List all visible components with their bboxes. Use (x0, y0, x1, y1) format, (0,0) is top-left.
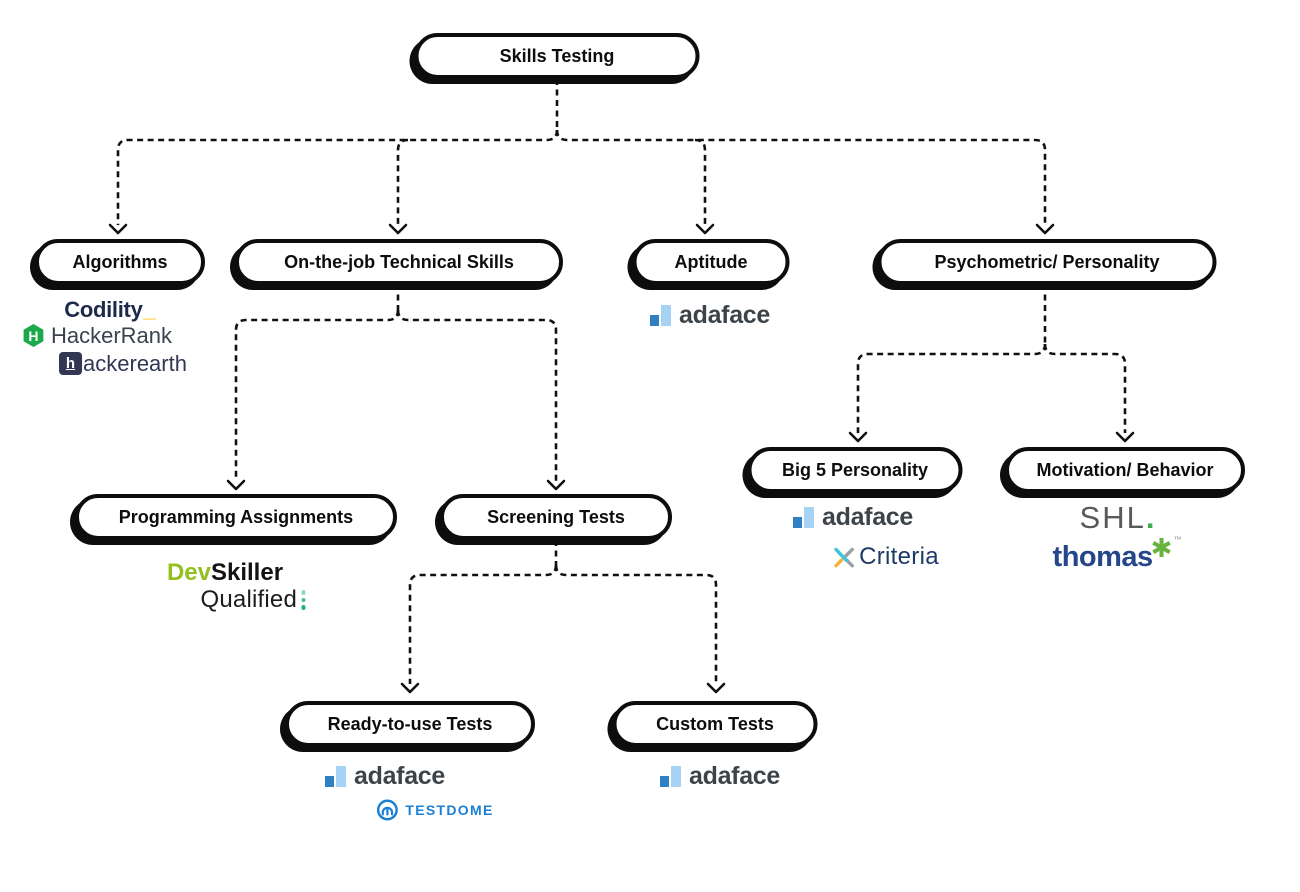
node-ready-to-use-tests: Ready-to-use Tests (285, 701, 535, 747)
connector-screening-to-ready (408, 564, 558, 684)
node-label: Ready-to-use Tests (327, 713, 493, 734)
hackerearth-h-icon: h (59, 352, 83, 375)
adaface-bars-icon (792, 507, 814, 528)
thomas-wordmark: thomas (1052, 541, 1154, 573)
arrowhead-big5 (848, 431, 868, 443)
arrowhead-programming (226, 479, 246, 491)
hackerrank-hexagon-icon: H (23, 324, 44, 347)
thomas-puzzle-asterisk-icon: ✱ (1150, 532, 1173, 563)
connector-root-to-onthejob (396, 138, 409, 225)
node-psychometric-personality: Psychometric/ Personality (877, 239, 1217, 285)
arrowhead-ready (400, 682, 420, 694)
adaface-logo: adaface (659, 762, 781, 790)
shl-green-dot: . (1145, 500, 1155, 535)
connector-screening-to-custom (554, 564, 718, 684)
codility-wordmark: Codility (64, 297, 143, 322)
node-label: Custom Tests (656, 713, 774, 734)
node-label: On-the-job Technical Skills (284, 251, 514, 272)
arrowhead-screening (546, 479, 566, 491)
connector-root-to-aptitude (694, 138, 707, 225)
node-big-5-personality: Big 5 Personality (747, 447, 963, 493)
node-label: Aptitude (674, 251, 748, 272)
shl-logo: SHL. (1080, 502, 1155, 533)
adaface-bars-icon (659, 766, 681, 787)
qualified-dots-icon (301, 590, 306, 610)
node-label: Screening Tests (487, 506, 625, 527)
node-skills-testing: Skills Testing (414, 33, 700, 79)
codility-underscore-mark: _ (143, 297, 156, 322)
connector-psychometric-to-big5 (856, 343, 1047, 433)
node-label: Algorithms (72, 251, 168, 272)
connector-root-to-algorithms (116, 129, 559, 225)
testdome-logo: TESTDOME (376, 799, 493, 821)
adaface-bars-icon (324, 766, 346, 787)
thomas-trademark: ™ (1173, 534, 1182, 544)
arrowhead-custom (706, 682, 726, 694)
adaface-bars-icon (649, 305, 671, 326)
thomas-logo: thomas✱™ (1052, 535, 1182, 573)
arrowhead-psychometric (1035, 223, 1055, 235)
adaface-logo: adaface (792, 503, 914, 531)
criteria-logo: Criteria (831, 544, 939, 570)
hackerrank-wordmark: HackerRank (50, 322, 173, 348)
node-aptitude: Aptitude (632, 239, 790, 285)
connector-onthejob-to-programming (234, 309, 400, 481)
node-on-the-job-technical-skills: On-the-job Technical Skills (235, 239, 563, 285)
shl-wordmark: SHL (1079, 500, 1146, 535)
testdome-dome-icon (376, 799, 398, 821)
connector-psychometric-to-motivation (1043, 343, 1127, 433)
node-motivation-behavior: Motivation/ Behavior (1005, 447, 1245, 493)
arrowhead-motivation (1115, 431, 1135, 443)
hackerearth-wordmark: ackerearth (83, 350, 187, 376)
devskiller-wordmark-rest: Skiller (210, 559, 284, 586)
qualified-logo: Qualified (200, 586, 306, 613)
adaface-logo: adaface (324, 762, 446, 790)
arrowhead-algorithms (108, 223, 128, 235)
hackerearth-icon-letter: h (65, 355, 76, 372)
adaface-wordmark: adaface (678, 301, 771, 329)
arrowhead-onthejob (388, 223, 408, 235)
hackerrank-logo: H HackerRank (22, 324, 172, 347)
connector-root-to-psychometric (555, 129, 1047, 225)
adaface-logo: adaface (649, 301, 771, 329)
node-label: Programming Assignments (118, 506, 354, 527)
arrowhead-aptitude (695, 223, 715, 235)
hackerrank-icon-letter: H (28, 327, 39, 344)
adaface-wordmark: adaface (688, 762, 781, 790)
criteria-wordmark: Criteria (859, 543, 939, 570)
node-screening-tests: Screening Tests (440, 494, 672, 540)
devskiller-wordmark-prefix: Dev (166, 559, 211, 586)
codility-logo: Codility_ (64, 299, 156, 321)
qualified-wordmark: Qualified (200, 586, 298, 613)
adaface-wordmark: adaface (353, 762, 446, 790)
hackerearth-logo: h ackerearth (59, 352, 187, 375)
adaface-wordmark: adaface (821, 503, 914, 531)
criteria-x-icon (834, 547, 854, 568)
node-label: Psychometric/ Personality (934, 251, 1160, 272)
connector-onthejob-to-screening (396, 309, 558, 481)
node-label: Big 5 Personality (781, 459, 929, 480)
node-algorithms: Algorithms (35, 239, 205, 285)
node-label: Skills Testing (499, 45, 615, 66)
testdome-wordmark: TESTDOME (405, 802, 494, 818)
node-label: Motivation/ Behavior (1036, 459, 1214, 480)
node-custom-tests: Custom Tests (612, 701, 818, 747)
node-programming-assignments: Programming Assignments (75, 494, 397, 540)
